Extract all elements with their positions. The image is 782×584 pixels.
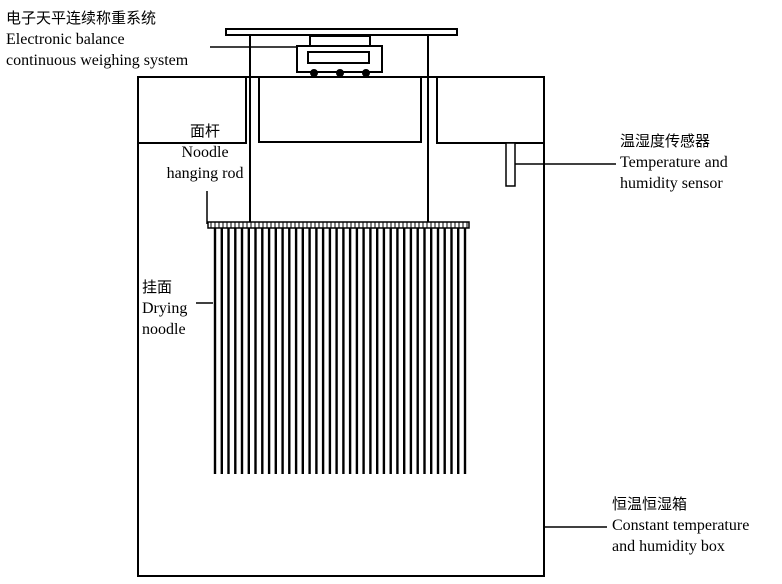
drying-label-en-1: Drying bbox=[142, 300, 188, 317]
balance-label-en-2: continuous weighing system bbox=[6, 52, 189, 69]
balance-top-plate bbox=[225, 28, 458, 36]
sensor-label: 温湿度传感器 Temperature and humidity sensor bbox=[620, 131, 728, 194]
center-compartment bbox=[258, 76, 422, 143]
sensor-label-zh: 温湿度传感器 bbox=[620, 132, 711, 150]
right-compartment bbox=[436, 76, 545, 144]
sensor-label-en-2: humidity sensor bbox=[620, 175, 723, 192]
sensor-probe bbox=[505, 142, 516, 187]
drying-label: 挂面 Drying noodle bbox=[142, 277, 187, 340]
balance-label: 电子天平连续称重系统 Electronic balance continuous… bbox=[6, 8, 188, 71]
rod-label-en-2: hanging rod bbox=[166, 165, 244, 182]
box-label-zh: 恒温恒湿箱 bbox=[612, 495, 688, 513]
box-label: 恒温恒湿箱 Constant temperature and humidity … bbox=[612, 494, 749, 557]
rod-hatching bbox=[210, 222, 468, 228]
box-label-en-1: Constant temperature bbox=[612, 517, 750, 534]
electronic-balance bbox=[296, 35, 383, 77]
balance-label-en-1: Electronic balance bbox=[6, 31, 125, 48]
rod-label-zh: 面杆 bbox=[189, 122, 220, 140]
box-label-en-2: and humidity box bbox=[612, 538, 725, 555]
sensor-label-en-1: Temperature and bbox=[620, 154, 728, 171]
balance-label-zh: 电子天平连续称重系统 bbox=[6, 9, 157, 27]
drying-label-zh: 挂面 bbox=[142, 278, 173, 296]
left-compartment bbox=[137, 76, 247, 144]
rod-label-en-1: Noodle bbox=[181, 144, 229, 161]
drying-label-en-2: noodle bbox=[142, 321, 186, 338]
rod-label: 面杆 Noodle hanging rod bbox=[155, 121, 255, 184]
drying-noodle-strands bbox=[213, 228, 467, 474]
